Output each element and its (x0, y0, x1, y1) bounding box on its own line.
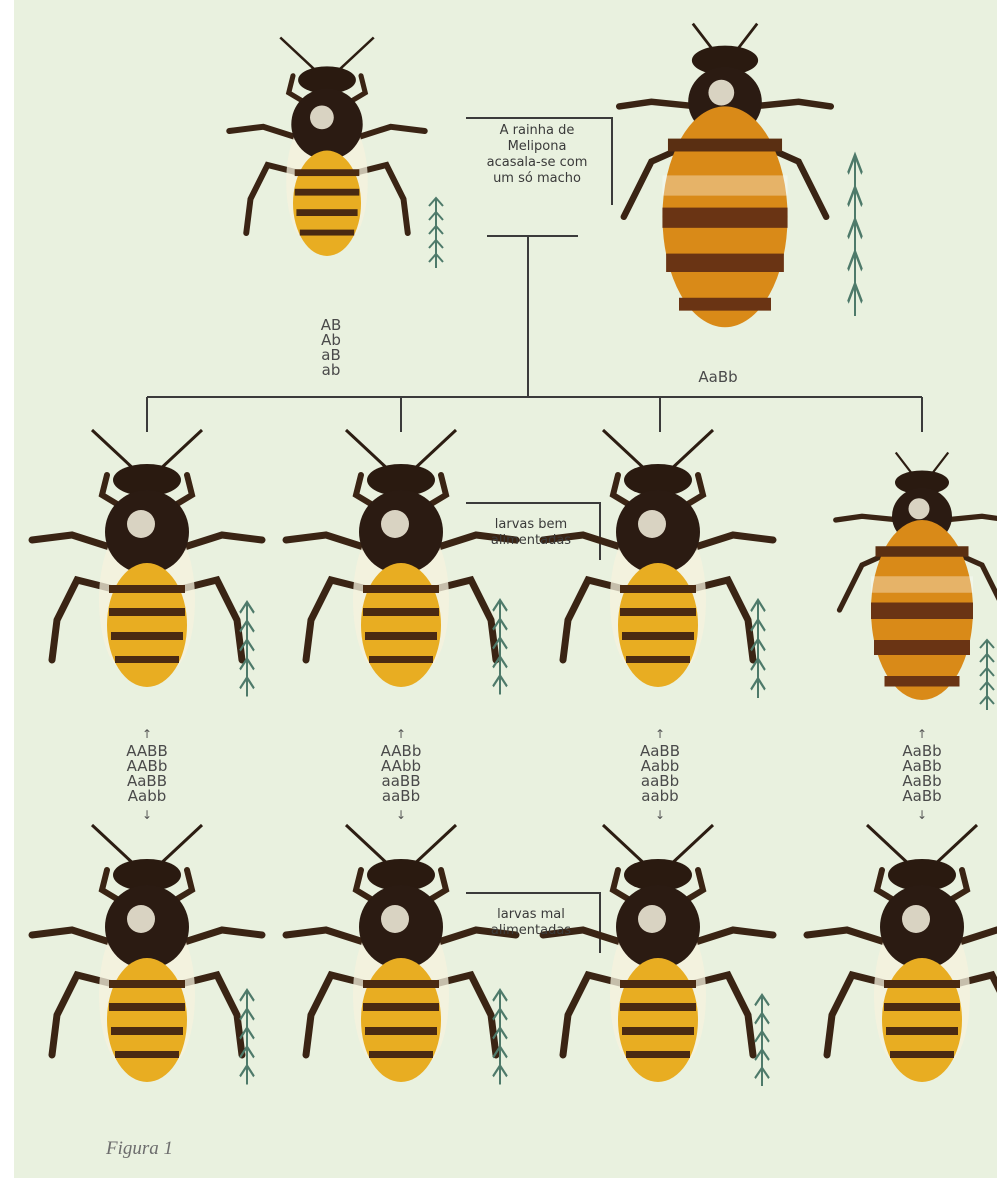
antenna-icon (980, 640, 994, 710)
well-fed-label: larvas bem alimentadas (466, 517, 596, 549)
offspring-genotypes-4: AaBb AaBb AaBb AaBb (892, 744, 952, 804)
male-genotypes: AB Ab aB ab (311, 318, 351, 378)
offspring-bee-poorly-fed-2 (286, 825, 516, 1082)
arrow-down-icon: ↓ (137, 808, 157, 822)
antenna-icon (751, 600, 765, 698)
antenna-icon (493, 990, 507, 1085)
offspring-bee-well-fed-1 (32, 430, 262, 687)
poorly-fed-label: larvas mal alimentadas (466, 907, 596, 939)
offspring-genotypes-1: AABB AABb AaBB Aabb (117, 744, 177, 804)
offspring-bee-poorly-fed-4 (807, 825, 997, 1082)
arrow-up-icon: ↑ (137, 727, 157, 741)
antenna-icon (429, 198, 443, 268)
antenna-icon (493, 600, 507, 695)
offspring-genotypes-3: AaBB Aabb aaBb aabb (630, 744, 690, 804)
antenna-icon (848, 155, 862, 316)
antenna-icon (240, 990, 254, 1085)
offspring-bee-well-fed-2 (286, 430, 516, 687)
offspring-bee-well-fed-3 (543, 430, 773, 687)
arrow-up-icon: ↑ (912, 727, 932, 741)
offspring-bee-poorly-fed-1 (32, 825, 262, 1082)
offspring-genotypes-2: AABb AAbb aaBB aaBb (371, 744, 431, 804)
queen-genotype: AaBb (688, 370, 748, 385)
mating-note: A rainha de Melipona acasala-se com um s… (466, 123, 608, 187)
arrow-down-icon: ↓ (650, 808, 670, 822)
arrow-up-icon: ↑ (391, 727, 411, 741)
male-bee (229, 37, 425, 255)
arrow-down-icon: ↓ (391, 808, 411, 822)
arrow-up-icon: ↑ (650, 727, 670, 741)
antenna-icon (755, 995, 769, 1086)
queen-bee (619, 24, 831, 328)
arrow-down-icon: ↓ (912, 808, 932, 822)
offspring-queen-well-fed (836, 453, 997, 701)
offspring-bee-poorly-fed-3 (543, 825, 773, 1082)
figure-caption: Figura 1 (106, 1138, 173, 1160)
antenna-icon (240, 602, 254, 697)
